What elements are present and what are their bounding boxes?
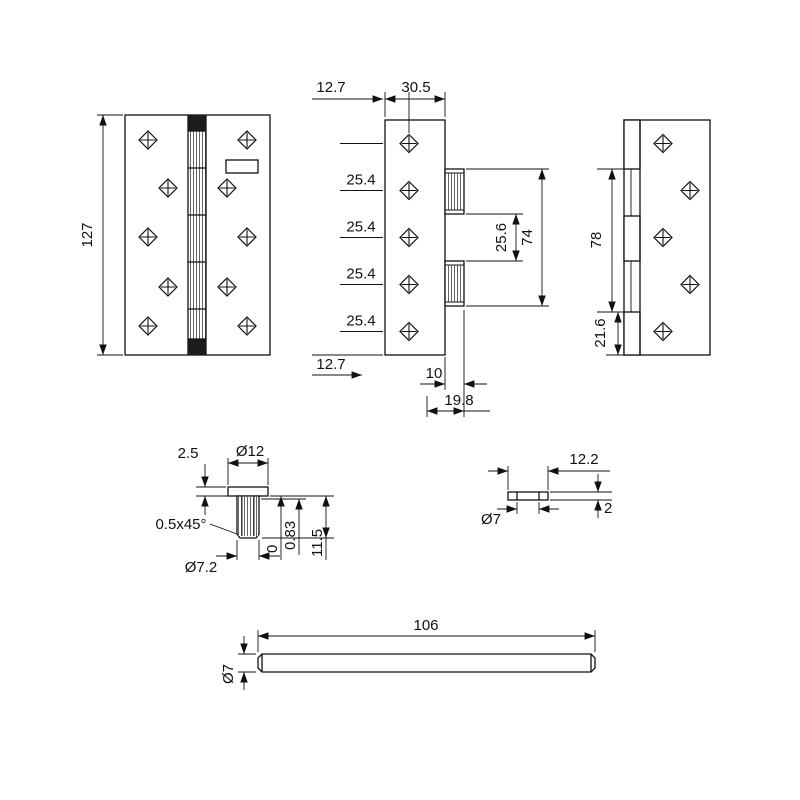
brand-stamp	[225, 159, 259, 174]
washer-dia-dim: 12.2	[569, 451, 598, 468]
bushing-length-dim: 11.5	[309, 529, 326, 557]
washer-hole-dia-dim: Ø7	[481, 511, 501, 528]
bushing-flange-dia-dim: Ø12	[236, 443, 264, 460]
hole-spacing-dim-1: 25.4	[346, 172, 375, 189]
back-knuckle-bottom-dim: 21.6	[592, 318, 609, 347]
bushing-detail: Ø12 2.5 0.5x45° Ø7.2 0 0.83 11.5	[155, 443, 334, 576]
leaf-width-dim: 30.5	[401, 79, 430, 96]
front-height-dim: 127	[79, 222, 96, 247]
hole-spacing-dim-2: 25.4	[346, 219, 375, 236]
hole-spacing-dim-3: 25.4	[346, 266, 375, 283]
back-knuckle-span-dim: 78	[588, 232, 605, 249]
washer-detail: 12.2 Ø7 2	[481, 451, 612, 528]
bushing-flange-thickness-dim: 2.5	[178, 445, 199, 462]
knuckle-depth-dim: 19.8	[444, 392, 473, 409]
pin-head-bottom	[188, 339, 206, 355]
bushing-wall-dim: 0.83	[282, 521, 299, 550]
washer-thickness-dim: 2	[604, 500, 612, 517]
hinge-section-view: 12.7 30.5 25.4 25.4 25.4 25.4 12.7 25.6 …	[312, 79, 549, 417]
pin-head-top	[188, 115, 206, 131]
hinge-front-view: 127	[79, 114, 271, 356]
pin-detail: 106 Ø7	[220, 617, 596, 690]
hole-edge-offset-dim: 12.7	[316, 79, 345, 96]
pin-length-dim: 106	[413, 617, 438, 634]
bushing-chamfer-label: 0.5x45°	[155, 516, 206, 533]
knuckle-span-dim: 74	[519, 229, 536, 246]
bottom-edge-offset-dim: 12.7	[316, 356, 345, 373]
hinge-back-view: 78 21.6	[588, 119, 711, 356]
bushing-datum-label: 0	[264, 545, 281, 553]
bushing-body-dia-dim: Ø7.2	[185, 559, 218, 576]
knuckle-gap-dim: 25.6	[493, 223, 510, 252]
hole-spacing-dim-4: 25.4	[346, 313, 375, 330]
knuckle-protrusion-dim: 10	[426, 365, 443, 382]
pin-dia-dim: Ø7	[220, 664, 237, 684]
